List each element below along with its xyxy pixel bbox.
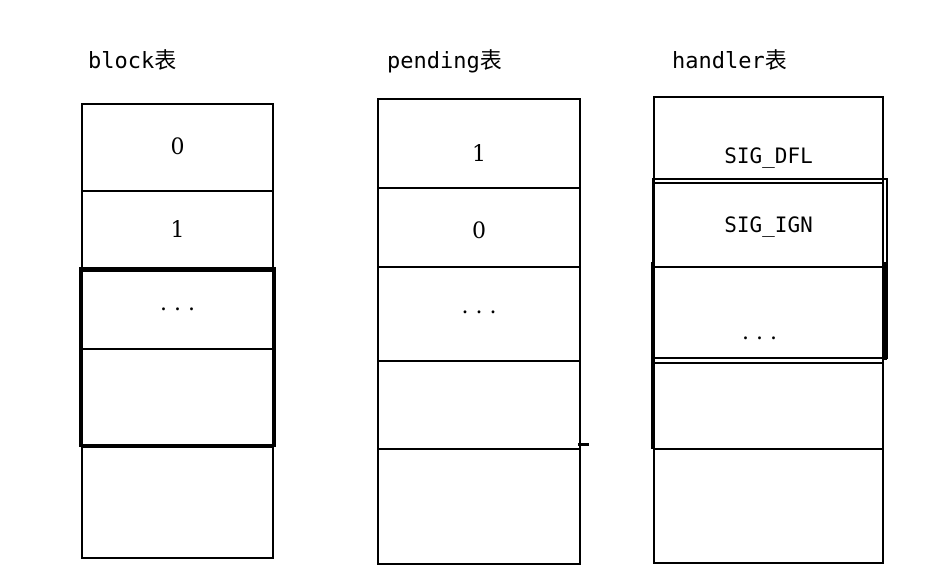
pending-table-cell (379, 360, 579, 448)
pending-table-cell-value: 0 (472, 218, 486, 244)
pending-table-edge-mark (578, 443, 589, 446)
block-table-title: block表 (88, 49, 177, 74)
handler-table-right-thick-edge (883, 262, 887, 360)
handler-table-cell (655, 448, 882, 562)
handler-table-title: handler表 (672, 49, 787, 74)
handler-table-cell: SIG_DFL (655, 98, 882, 182)
pending-table-title: pending表 (387, 49, 502, 74)
handler-table-cell (655, 362, 882, 448)
pending-table-cell: . . . (379, 266, 579, 360)
handler-table-left-thick-edge (651, 262, 655, 449)
pending-table-cell: 0 (379, 187, 579, 266)
handler-table-cell: SIG_IGN (655, 182, 882, 266)
pending-table: 1 0 . . . (377, 98, 581, 565)
pending-table-cell (379, 448, 579, 563)
pending-table-cell-value: 1 (472, 141, 486, 167)
block-table-cell (83, 348, 272, 446)
handler-table-cell: . . . (655, 266, 882, 362)
handler-table-cell-value: SIG_IGN (724, 213, 813, 237)
block-table-cell (83, 446, 272, 557)
pending-table-cell: 1 (379, 100, 579, 187)
handler-table-cell-value: . . . (742, 320, 777, 345)
handler-table-cell-value: SIG_DFL (724, 144, 813, 168)
pending-table-cell-value: . . . (461, 294, 497, 319)
block-table-cell-value: 0 (170, 134, 185, 160)
block-table-cell-value: 1 (170, 218, 185, 243)
block-table-cell: 1 (83, 190, 272, 270)
block-table: 0 1 . . . (81, 103, 274, 559)
block-table-cell-value: . . . (160, 291, 195, 316)
block-table-cell: 0 (83, 105, 272, 190)
handler-table: SIG_DFL SIG_IGN . . . (653, 96, 884, 564)
block-table-cell: . . . (83, 270, 272, 348)
